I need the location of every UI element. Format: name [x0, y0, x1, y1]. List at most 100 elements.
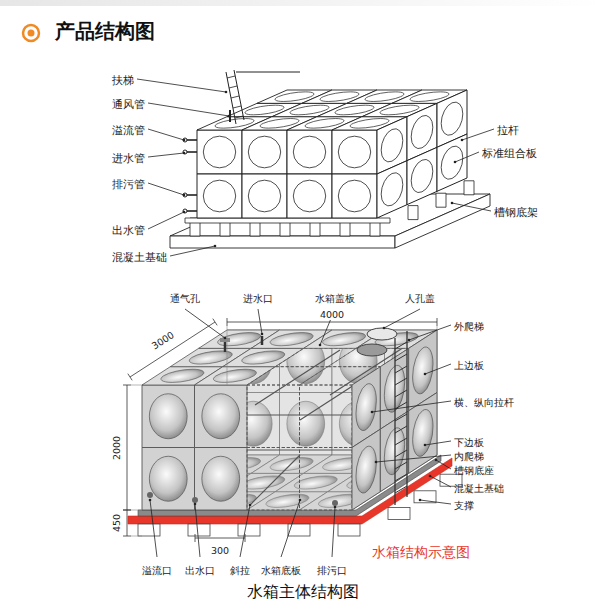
panel-dish: [248, 136, 280, 168]
leader-dot: [429, 475, 432, 478]
panel-dish: [202, 456, 240, 501]
panel: [195, 367, 276, 385]
dimension-value: 4000: [319, 309, 345, 320]
leader-line: [170, 246, 215, 256]
outer-ladder-rung: [395, 426, 407, 433]
header-band: [0, 0, 605, 6]
label-holder: 槽钢底座: [454, 460, 494, 478]
leader-dot: [408, 339, 411, 342]
leader-line: [425, 364, 451, 374]
dimension-tick: [123, 536, 131, 537]
panel: [437, 134, 467, 191]
label-holder: 2000: [106, 435, 124, 461]
dimension-lines: [123, 318, 437, 542]
label-holder: 出水管: [112, 220, 145, 238]
label-holder: 横、纵向拉杆: [454, 392, 514, 410]
part-label: 出水管: [112, 224, 145, 237]
part-label: 排污管: [112, 178, 145, 191]
leader-dot: [183, 194, 186, 197]
dimension-value: 450: [111, 513, 122, 533]
leader-lines: [137, 79, 494, 557]
part-label: 外爬梯: [454, 321, 484, 332]
outlet-port: [147, 492, 153, 498]
outer-ladder-rung: [395, 474, 407, 481]
panel: [197, 130, 242, 174]
title-icon-dot: [28, 30, 35, 37]
dimension-tick: [123, 385, 131, 386]
leader-dot: [261, 333, 264, 336]
leader-dot: [224, 337, 227, 340]
part-label: 水箱底板: [261, 565, 301, 576]
leader-dot: [454, 161, 457, 164]
label-holder: 300: [210, 540, 230, 558]
panel-dish: [413, 404, 433, 462]
leader-line: [148, 153, 184, 157]
dimension-line: [195, 538, 245, 539]
panel: [300, 448, 353, 511]
part-label: 进水口: [243, 293, 273, 304]
dimension-tick: [227, 318, 228, 326]
panel-dish: [253, 119, 307, 129]
caption-holder: 水箱主体结构图: [247, 582, 359, 601]
dimension-value: 2000: [111, 435, 122, 461]
panel-dish: [287, 476, 345, 489]
panel: [195, 448, 248, 511]
extension-line: [131, 510, 142, 511]
panel: [275, 348, 356, 366]
label-holder: 排污口: [317, 560, 347, 578]
dimension-value: 300: [210, 545, 230, 556]
diagonal-brace: [250, 455, 300, 505]
dimension-tick: [128, 374, 132, 381]
label-holder: 拉杆: [497, 120, 519, 138]
leader-dot: [461, 139, 464, 142]
leader-line: [148, 129, 184, 140]
leader-line: [462, 129, 494, 140]
channel-beam: [436, 193, 446, 207]
panel-dish: [315, 333, 373, 346]
ladder-rung: [233, 106, 241, 108]
label-holder: 槽钢底架: [494, 202, 538, 220]
leader-dot: [228, 115, 231, 118]
panel-dish: [234, 351, 292, 364]
pipe-flange: [183, 150, 187, 154]
leader-line: [258, 309, 262, 334]
part-label: 通风管: [112, 98, 145, 111]
panel-dish: [338, 180, 370, 212]
label-holder: 水箱底板: [261, 560, 301, 578]
part-label: 槽钢底座: [454, 465, 494, 476]
ladder-rung: [231, 96, 239, 98]
panel-dish: [356, 440, 376, 498]
support-block: [188, 524, 210, 536]
label-holder: 通风管: [112, 94, 145, 112]
panel-dish: [203, 136, 235, 168]
label-holder: 下边板: [454, 432, 484, 450]
dimension-line: [127, 510, 128, 536]
side-face: [377, 90, 467, 218]
panel: [247, 385, 300, 448]
part-label: 出水口: [185, 565, 215, 576]
dimension-tick: [195, 534, 196, 542]
outer-ladder-rung: [395, 414, 407, 421]
inlet-pipe: [261, 336, 264, 345]
leader-dot: [419, 499, 422, 502]
outer-ladder-rung: [395, 450, 407, 457]
part-label: 标准组合板: [482, 147, 537, 160]
leader-line: [452, 203, 491, 211]
outer-ladder-rail: [394, 338, 395, 505]
part-label: 内爬梯: [454, 451, 484, 462]
panel: [332, 130, 377, 174]
channel-beam: [408, 206, 418, 220]
upper-tank-drawing: [170, 70, 490, 248]
panel: [280, 393, 333, 456]
panel: [242, 130, 287, 174]
label-holder: 溢流管: [112, 120, 145, 138]
part-label: 溢流管: [112, 124, 145, 137]
label-holder: 排污管: [112, 174, 145, 192]
ladder-rung: [227, 76, 235, 78]
part-label: 槽钢底架: [494, 206, 538, 219]
panel-dish: [208, 119, 262, 129]
panel: [287, 130, 332, 174]
part-label: 排污口: [317, 565, 347, 576]
leader-line: [148, 103, 229, 116]
